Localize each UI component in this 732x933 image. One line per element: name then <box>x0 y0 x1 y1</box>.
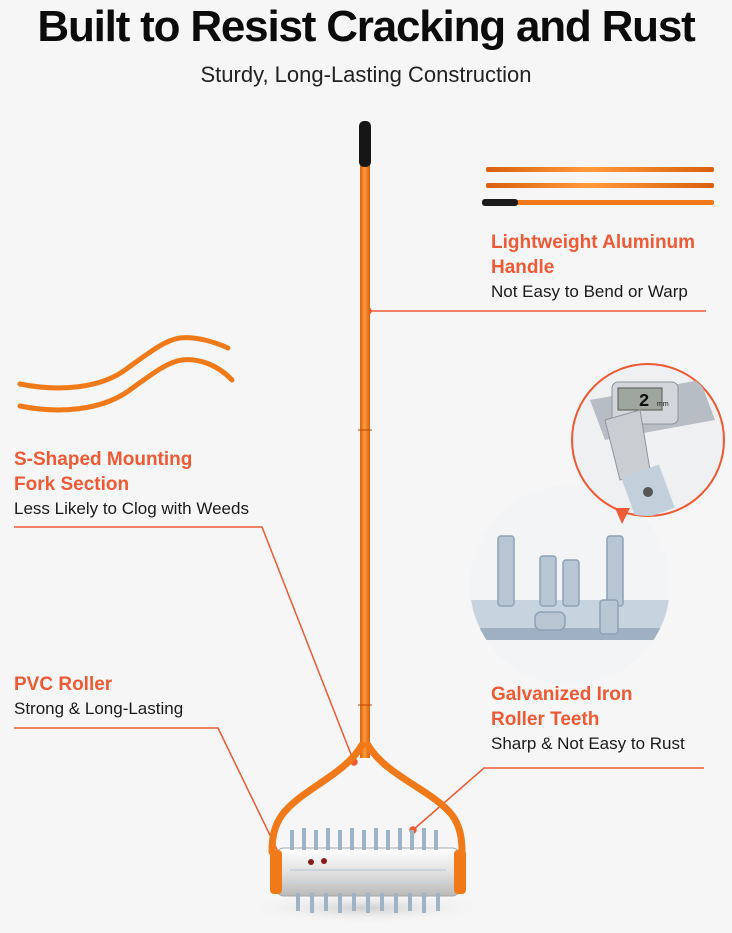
handle-segments-icon <box>482 167 714 206</box>
feature-fork-desc: Less Likely to Clog with Weeds <box>14 499 249 518</box>
caliper-zoom-icon: 2 mm <box>571 363 725 524</box>
page-subtitle: Sturdy, Long-Lasting Construction <box>200 62 532 87</box>
caliper-unit: mm <box>657 401 669 408</box>
feature-handle: Lightweight Aluminum Handle Not Easy to … <box>491 230 695 304</box>
feature-teeth-title-1: Galvanized Iron <box>491 684 633 705</box>
page-title: Built to Resist Cracking and Rust <box>37 2 695 51</box>
feature-teeth-desc: Sharp & Not Easy to Rust <box>491 734 685 753</box>
pvc-roller <box>270 828 466 913</box>
s-fork-icon <box>17 335 235 413</box>
feature-fork: S-Shaped Mounting Fork Section Less Like… <box>14 447 249 521</box>
teeth-zoom-icon <box>470 485 670 685</box>
feature-roller-title: PVC Roller <box>14 674 113 695</box>
feature-fork-title-1: S-Shaped Mounting <box>14 449 193 470</box>
feature-handle-title-1: Lightweight Aluminum <box>491 232 696 253</box>
feature-fork-title-2: Fork Section <box>14 474 130 495</box>
handle-pole <box>358 121 372 758</box>
feature-teeth-title-2: Roller Teeth <box>491 709 600 730</box>
feature-teeth: Galvanized Iron Roller Teeth Sharp & Not… <box>491 682 685 756</box>
feature-roller: PVC Roller Strong & Long-Lasting <box>14 672 183 721</box>
callout-lines <box>14 307 706 866</box>
caliper-reading: 2 <box>639 392 650 412</box>
feature-handle-title-2: Handle <box>491 257 555 278</box>
feature-roller-desc: Strong & Long-Lasting <box>14 699 184 718</box>
fork-legs <box>268 741 466 856</box>
feature-handle-desc: Not Easy to Bend or Warp <box>491 282 688 301</box>
